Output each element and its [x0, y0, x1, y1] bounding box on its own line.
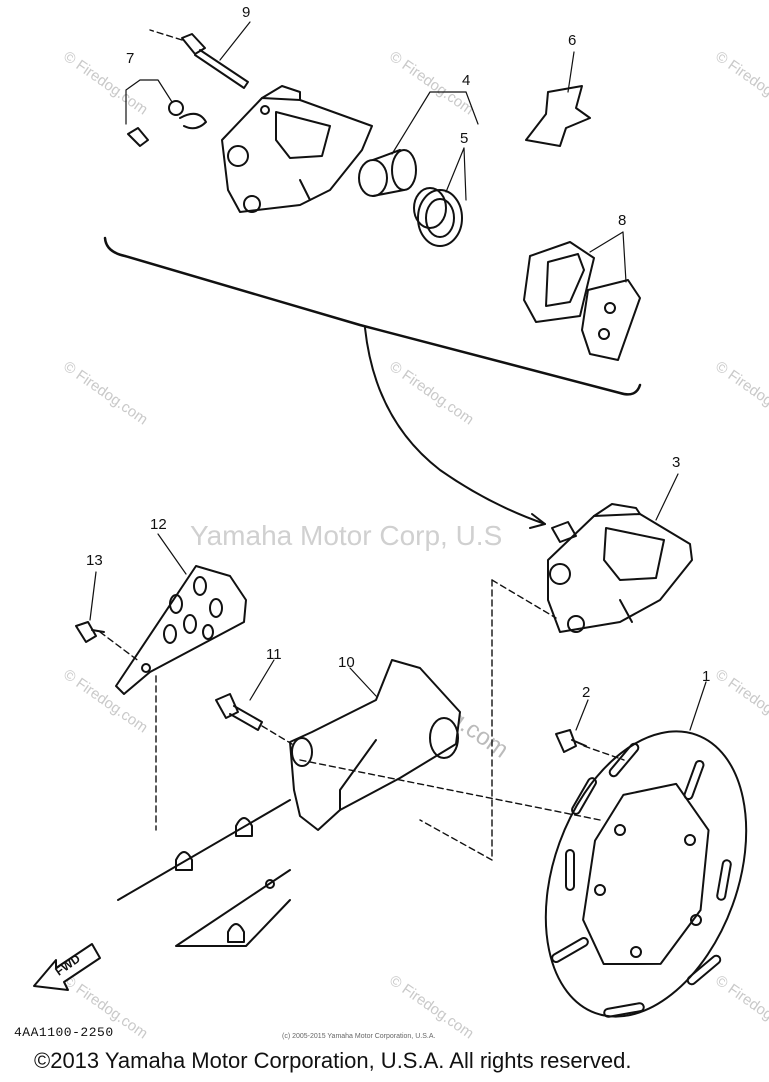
- caliper-bracket: [289, 659, 461, 831]
- callout-13: 13: [86, 552, 103, 569]
- brake-disc: [544, 730, 748, 1018]
- upper-caliper-body: [221, 85, 373, 213]
- swingarm-section: [117, 799, 291, 947]
- callout-11: 11: [266, 646, 282, 663]
- caliper-guard: [115, 565, 247, 695]
- brake-pad-set: [523, 241, 641, 361]
- callout-8: 8: [618, 212, 627, 229]
- small-copyright-notice: (c) 2005-2015 Yamaha Motor Corporation, …: [282, 1033, 436, 1040]
- caliper-assembly: [547, 503, 693, 633]
- callout-2: 2: [582, 684, 591, 701]
- caliper-piston: [358, 149, 417, 197]
- diagram-part-code: 4AA1100-2250: [14, 1025, 114, 1040]
- piston-seals: [413, 187, 463, 247]
- bracket-bolt: [215, 693, 263, 731]
- callout-7: 7: [126, 50, 135, 67]
- watermark-yamaha: Yamaha Motor Corp, U.S: [190, 520, 503, 551]
- alignment-lines: [99, 29, 625, 861]
- bleed-screw-set: [127, 100, 207, 147]
- callout-5: 5: [460, 130, 469, 147]
- caliper-pin-bolt: [181, 33, 249, 89]
- fwd-arrow: [33, 943, 101, 991]
- assembly-arrow-line: [364, 327, 546, 525]
- assembly-arrow-head: [529, 513, 546, 529]
- pad-support-spring: [525, 85, 591, 147]
- callout-10: 10: [338, 654, 355, 671]
- callout-1: 1: [702, 668, 711, 685]
- callout-3: 3: [672, 454, 681, 471]
- callout-6: 6: [568, 32, 577, 49]
- callout-leaders: [89, 21, 707, 731]
- callout-9: 9: [242, 4, 251, 21]
- guard-bolt: [75, 621, 105, 643]
- copyright-notice: ©2013 Yamaha Motor Corporation, U.S.A. A…: [34, 1048, 632, 1073]
- callout-12: 12: [150, 516, 167, 533]
- disc-bolt: [555, 729, 587, 753]
- assembly-bracket-line: [103, 236, 642, 396]
- callout-4: 4: [462, 72, 471, 89]
